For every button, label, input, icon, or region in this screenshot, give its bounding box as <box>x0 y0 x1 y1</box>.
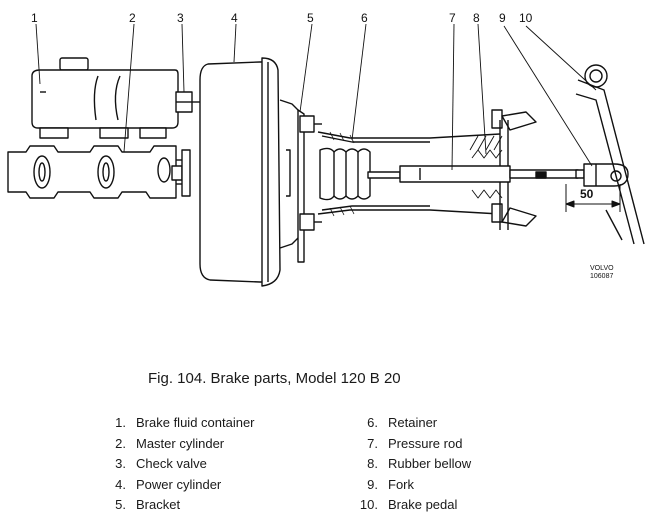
callout-4: 4 <box>231 11 238 25</box>
legend-item: 5. Bracket <box>100 495 255 516</box>
legend-item: 9. Fork <box>352 475 471 496</box>
legend-label: Bracket <box>136 497 181 513</box>
legend-number: 9. <box>367 476 378 492</box>
callout-2: 2 <box>129 11 136 25</box>
callout-1: 1 <box>31 11 38 25</box>
legend-item: 1. Brake fluid container <box>100 413 255 434</box>
brake-pedal-drawing <box>575 64 645 245</box>
check-valve-drawing <box>175 91 202 113</box>
legend-label: Rubber bellow <box>388 456 472 472</box>
callout-7: 7 <box>449 11 456 25</box>
pressure-rod-drawing <box>367 165 585 183</box>
callout-10: 10 <box>519 11 533 25</box>
legend-item: 8. Rubber bellow <box>352 454 471 475</box>
callout-5: 5 <box>307 11 314 25</box>
bracket-drawing <box>297 109 322 263</box>
callout-3: 3 <box>177 11 184 25</box>
brake-fluid-container-drawing <box>31 57 179 139</box>
legend-number: 6. <box>367 415 378 430</box>
legend-item: 10. Brake pedal <box>352 495 471 516</box>
dimension-line-drawing <box>565 184 621 212</box>
legend-number: 8. <box>367 456 378 472</box>
legend-label: Fork <box>388 476 414 492</box>
legend-item: 4. Power cylinder <box>100 475 255 496</box>
legend-number: 1. <box>115 415 126 430</box>
legend-label: Power cylinder <box>136 476 222 492</box>
dimension-label: 50 <box>580 187 594 201</box>
legend-label: Check valve <box>136 456 207 472</box>
master-cylinder-drawing <box>7 145 191 199</box>
callout-8: 8 <box>473 11 480 25</box>
legend-number: 7. <box>367 435 378 451</box>
legend-label: Brake pedal <box>388 497 458 513</box>
legend-label: Brake fluid container <box>136 415 255 430</box>
callout-9: 9 <box>499 11 506 25</box>
legend-number: 5. <box>115 497 126 513</box>
legend-item: 6. Retainer <box>352 413 471 434</box>
legend-number: 3. <box>115 456 126 472</box>
stamp-line-2: 106087 <box>590 273 613 280</box>
legend-item: 7. Pressure rod <box>352 434 471 455</box>
figure-caption: Fig. 104. Brake parts, Model 120 B 20 <box>148 370 401 387</box>
stamp-line-1: VOLVO <box>590 265 614 272</box>
fork-drawing <box>583 163 629 187</box>
legend-item: 2. Master cylinder <box>100 434 255 455</box>
callout-6: 6 <box>361 11 368 25</box>
legend-number: 4. <box>115 476 126 492</box>
leader-lines <box>35 23 597 171</box>
legend-left-column: 1. Brake fluid container 2. Master cylinde… <box>100 413 255 516</box>
power-cylinder-drawing <box>199 57 301 287</box>
legend-item: 3. Check valve <box>100 454 255 475</box>
legend-right-column: 6. Retainer 7. Pressure rod 8. Rubber bello… <box>352 413 471 516</box>
legend-number: 10. <box>359 497 378 513</box>
legend-label: Retainer <box>388 415 438 430</box>
brake-parts-diagram: 1 2 3 4 5 6 7 8 9 10 50 VOLVO 106087 <box>7 11 645 287</box>
rubber-bellow-drawing <box>319 147 371 201</box>
legend-number: 2. <box>115 435 126 451</box>
legend-label: Pressure rod <box>388 435 463 451</box>
legend-label: Master cylinder <box>136 435 225 451</box>
